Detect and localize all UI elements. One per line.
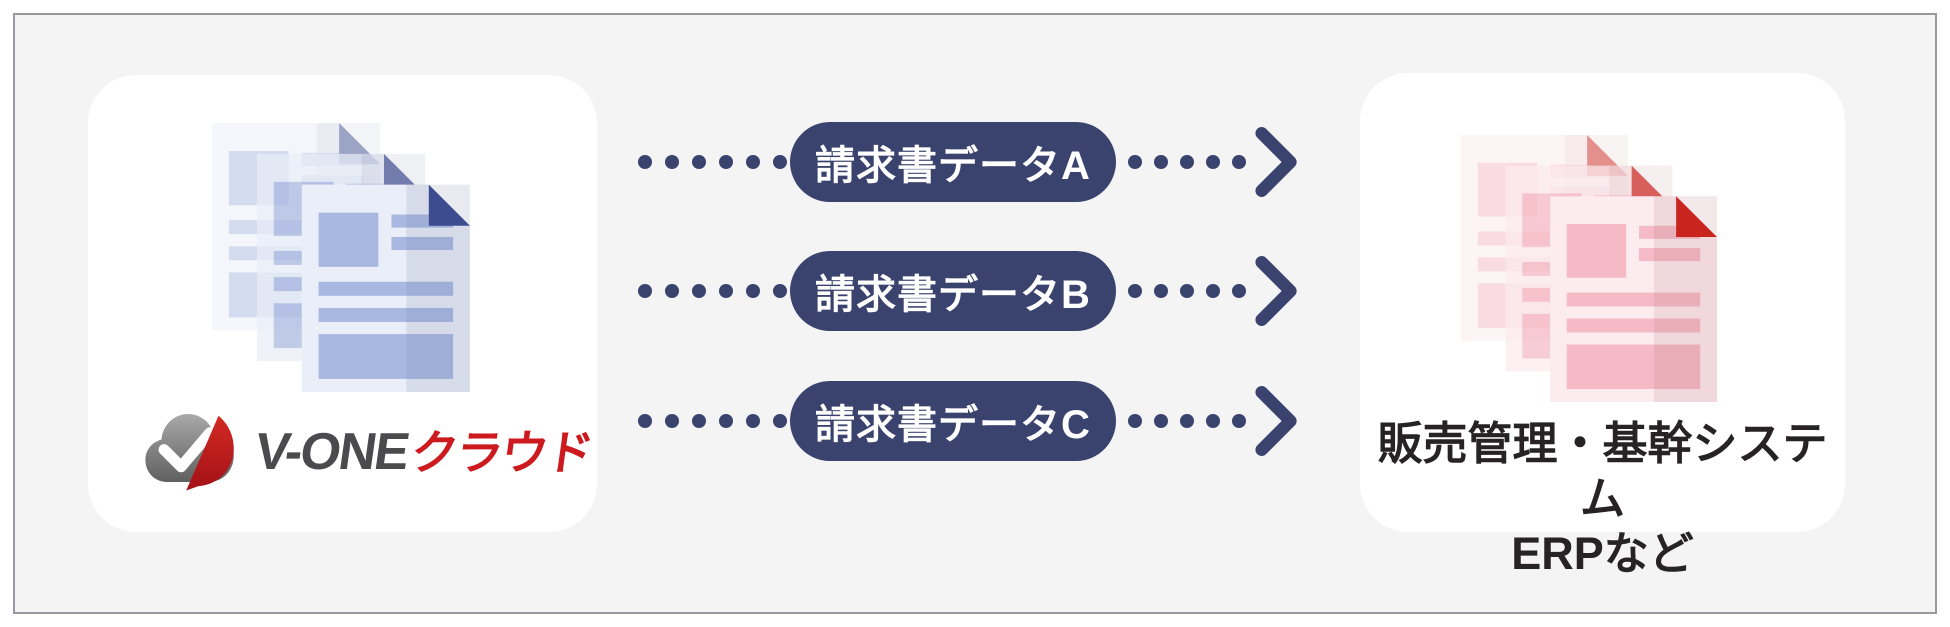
target-card: 販売管理・基幹システム ERPなど — [1360, 73, 1845, 579]
dot — [746, 284, 760, 298]
flow-row-a: 請求書データA — [638, 122, 1318, 202]
logo-wordmark: V-ONE クラウド — [251, 414, 597, 483]
dot — [1206, 284, 1220, 298]
dot — [719, 414, 733, 428]
dot — [1180, 414, 1194, 428]
dot — [1206, 155, 1220, 169]
dotted-line-right — [1128, 155, 1246, 169]
dot — [1206, 414, 1220, 428]
dot — [1128, 155, 1142, 169]
logo-brand-suffix-text: クラウド — [407, 425, 595, 479]
logo-brand-text: V-ONE — [251, 422, 412, 481]
blue-invoice-documents-stack-icon — [212, 123, 470, 392]
source-card: V-ONE クラウド — [88, 75, 597, 532]
dot — [719, 155, 733, 169]
dot — [719, 284, 733, 298]
cloud-checkmark-icon — [145, 414, 234, 491]
dot — [692, 414, 706, 428]
dot — [692, 155, 706, 169]
flow-pill-invoice-data-b: 請求書データB — [790, 251, 1116, 331]
arrow-head-icon — [1255, 256, 1297, 326]
dotted-line-left — [638, 155, 787, 169]
arrow-head-icon — [1255, 386, 1297, 456]
dot — [665, 414, 679, 428]
target-label-line2: ERPなど — [1511, 527, 1694, 579]
dot — [773, 414, 787, 428]
dot — [773, 155, 787, 169]
dot — [1128, 284, 1142, 298]
pink-invoice-documents-stack-icon — [1461, 135, 1717, 402]
dot — [746, 155, 760, 169]
dot — [638, 155, 652, 169]
target-label-line1: 販売管理・基幹システム — [1377, 418, 1828, 524]
flow-row-b: 請求書データB — [638, 251, 1318, 331]
dot — [1180, 284, 1194, 298]
dot — [773, 284, 787, 298]
arrow-head-icon — [1255, 127, 1297, 197]
flow-row-c: 請求書データC — [638, 381, 1318, 461]
dot — [1154, 155, 1168, 169]
dotted-line-left — [638, 414, 787, 428]
dot — [1154, 414, 1168, 428]
dot — [638, 284, 652, 298]
dot — [665, 284, 679, 298]
v-one-cloud-logo: V-ONE クラウド — [142, 403, 595, 493]
flow-pill-invoice-data-c: 請求書データC — [790, 381, 1116, 461]
dot — [746, 414, 760, 428]
dot — [692, 284, 706, 298]
dot — [1232, 284, 1246, 298]
dot — [1180, 155, 1194, 169]
dot — [1128, 414, 1142, 428]
target-system-label: 販売管理・基幹システム ERPなど — [1360, 417, 1845, 582]
dot — [665, 155, 679, 169]
dotted-line-right — [1128, 284, 1246, 298]
dotted-line-left — [638, 284, 787, 298]
dot — [638, 414, 652, 428]
dot — [1232, 414, 1246, 428]
dot — [1232, 155, 1246, 169]
dotted-line-right — [1128, 414, 1246, 428]
flow-pill-invoice-data-a: 請求書データA — [790, 122, 1116, 202]
dot — [1154, 284, 1168, 298]
